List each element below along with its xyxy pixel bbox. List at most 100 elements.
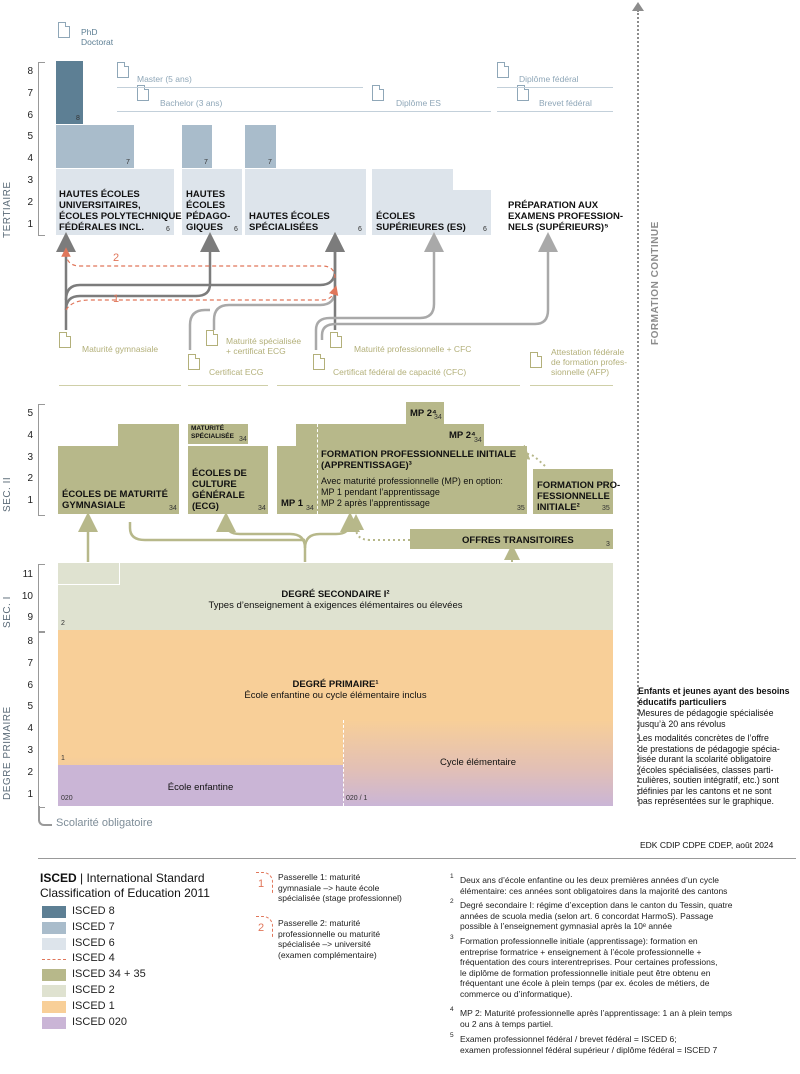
formation-initiale-box xyxy=(317,446,527,514)
phd-label: PhD Doctorat xyxy=(81,27,114,47)
scale-tertiary-tick: 5 xyxy=(27,131,33,143)
federal-line-top xyxy=(497,87,613,88)
certificat-ecg-label: Certificat ECG xyxy=(209,367,264,377)
sec1-num: 2 xyxy=(61,620,65,627)
legend-swatch-isced1 xyxy=(42,1000,66,1013)
pedago-label: HAUTES ÉCOLES PÉDAGO- GIQUES xyxy=(186,189,231,233)
legend-title: ISCED | International Standard Classific… xyxy=(40,871,210,901)
cycle-label: Cycle élémentaire xyxy=(439,757,517,768)
legend-label-isced7: ISCED 7 xyxy=(72,920,115,933)
ecg-num: 34 xyxy=(258,505,266,512)
legend-label-isced6: ISCED 6 xyxy=(72,936,115,949)
footnote-text: MP 2: Maturité professionnelle après l’a… xyxy=(460,1008,732,1029)
diplome-federal-label: Diplôme fédéral xyxy=(519,74,579,84)
preparation-label: PRÉPARATION AUX EXAMENS PROFESSION- NELS… xyxy=(508,200,624,233)
scale-sec1-tick: 10 xyxy=(21,590,33,602)
passerelle-1-icon xyxy=(256,872,273,893)
es-box-ext xyxy=(453,190,491,235)
isced8-num: 8 xyxy=(76,115,80,122)
formation-pro-label: FORMATION PRO- FESSIONNELLE INITIALE² xyxy=(537,480,621,513)
legend-label-isced4: ISCED 4 xyxy=(72,952,115,965)
primary-title: DEGRÉ PRIMAIRE¹ xyxy=(292,679,379,690)
footnote-number: 1 xyxy=(450,873,454,880)
scale-tertiary-tick: 7 xyxy=(27,87,33,99)
offres-label: OFFRES TRANSITOIRES xyxy=(462,535,574,546)
mp2a-num: 34 xyxy=(434,414,442,421)
cycle-box xyxy=(343,720,613,806)
ecole-enfantine-label: École enfantine xyxy=(167,782,234,793)
specialisees-num: 6 xyxy=(358,226,362,233)
scale-primary-tick: 1 xyxy=(27,788,33,800)
bachelor-label: Bachelor (3 ans) xyxy=(160,98,223,108)
formation-continue-label: FORMATION CONTINUE xyxy=(650,221,661,345)
legend-label-isced8: ISCED 8 xyxy=(72,905,115,917)
certificat-ecg-doc-icon xyxy=(188,354,200,370)
scale-primary-tick: 7 xyxy=(27,657,33,669)
isced7-hes-num: 7 xyxy=(268,159,272,166)
passerelle-1-number: 1 xyxy=(113,293,120,305)
maturite-pro-doc-icon xyxy=(330,332,342,348)
cfc-label: Certificat fédéral de capacité (CFC) xyxy=(333,367,467,377)
universities-label: HAUTES ÉCOLES UNIVERSITAIRES, ÉCOLES POL… xyxy=(59,189,188,233)
scale-primary-tick: 8 xyxy=(27,636,33,647)
legend-swatch-isced7 xyxy=(42,921,66,934)
cert-line-gym xyxy=(59,385,181,386)
maturite-pro-label: Maturité professionnelle + CFC xyxy=(354,344,472,354)
attestation-doc-icon xyxy=(530,352,542,368)
mp2a-box xyxy=(406,402,444,424)
legend-title-rest: | International Standard Classification … xyxy=(40,871,210,900)
legend-swatch-isced6 xyxy=(42,937,66,950)
scale-sec1-tick: 11 xyxy=(22,569,33,580)
pedago-num: 6 xyxy=(234,226,238,233)
maturite-spec-box xyxy=(188,424,248,444)
mp-dashed-divider xyxy=(317,424,318,514)
tertiary-bracket xyxy=(38,62,45,236)
cycle-dashed-divider xyxy=(343,720,344,806)
specialisees-box xyxy=(245,169,366,235)
cfc-doc-icon xyxy=(313,354,325,370)
scale-tertiary-tick: 1 xyxy=(27,218,33,230)
cert-line-cfc xyxy=(277,385,520,386)
formation-initiale-title: FORMATION PROFESSIONNELLE INITIALE (APPR… xyxy=(321,449,517,471)
footnote-number: 4 xyxy=(450,1006,454,1013)
ecole-enfantine-box xyxy=(58,765,343,806)
isced7-uni-num: 7 xyxy=(126,159,130,166)
specialisees-label: HAUTES ÉCOLES SPÉCIALISÉES xyxy=(249,211,330,233)
es-line xyxy=(372,111,491,112)
legend-title-bold: ISCED xyxy=(40,871,77,885)
footnote-number: 5 xyxy=(450,1032,454,1039)
universities-num: 6 xyxy=(166,226,170,233)
sec1-box xyxy=(58,563,613,630)
scale-tertiary-tick: 3 xyxy=(27,175,33,186)
formation-initiale-num: 35 xyxy=(517,505,525,512)
isced7-ph-num: 7 xyxy=(204,159,208,166)
diplome-federal-doc-icon xyxy=(497,62,509,78)
primary-num-020-1: 020 / 1 xyxy=(346,795,368,802)
side-note-title: Enfants et jeunes ayant des besoins éduc… xyxy=(638,686,790,707)
legend-swatch-isced34_35 xyxy=(42,969,66,982)
sec1-title: DEGRÉ SECONDAIRE I² xyxy=(281,589,390,600)
formation-pro-num: 35 xyxy=(602,505,610,512)
footnote-number: 2 xyxy=(450,898,454,905)
passerelle-2-note: Passerelle 2: maturité professionnelle o… xyxy=(278,918,381,960)
universities-box xyxy=(56,169,174,235)
scolarite-label: Scolarité obligatoire xyxy=(56,817,153,829)
maturite-spec-num: 34 xyxy=(239,436,247,443)
axis-label-sec1: SEC. I xyxy=(2,596,13,628)
diplome-es-label: Diplôme ES xyxy=(396,98,441,108)
cert-line-afp xyxy=(530,385,613,386)
legend-swatch-isced020 xyxy=(42,1016,66,1029)
master-line xyxy=(117,87,363,88)
formation-top-box xyxy=(296,424,444,446)
scale-sec2-tick: 4 xyxy=(27,429,33,441)
mp2b-num: 34 xyxy=(474,437,482,444)
ecg-box xyxy=(188,446,268,514)
sec1-corner xyxy=(58,563,120,585)
scale-tertiary-tick: 6 xyxy=(27,109,33,121)
scale-primary-tick: 2 xyxy=(27,766,33,778)
phd-doc-icon xyxy=(58,22,70,38)
legend-label-isced34_35: ISCED 34 + 35 xyxy=(72,968,146,981)
scale-sec2-tick: 2 xyxy=(27,473,33,485)
legend-label-isced1: ISCED 1 xyxy=(72,999,115,1012)
passerelle-2-number: 2 xyxy=(113,252,120,264)
